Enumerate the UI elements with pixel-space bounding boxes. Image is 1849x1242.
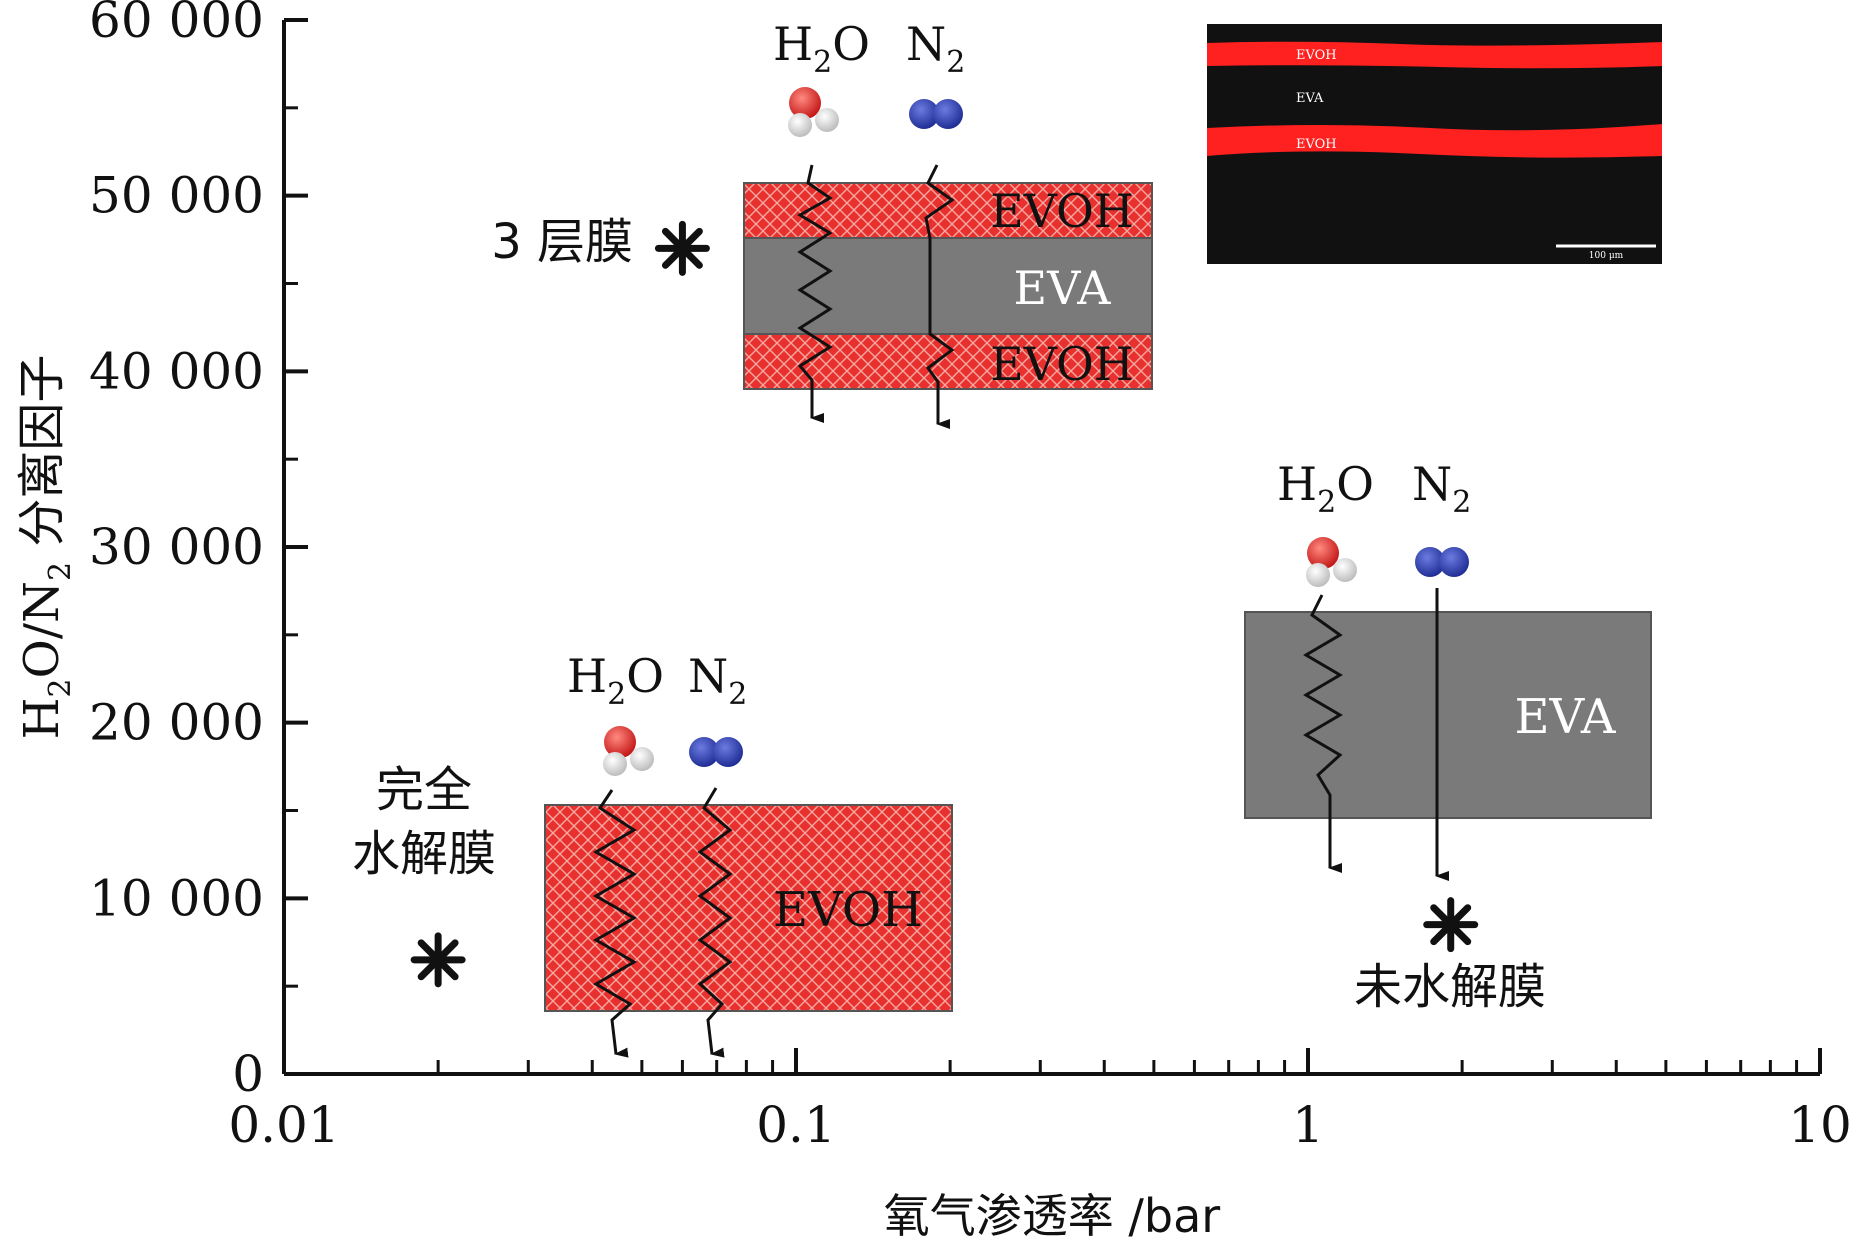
water-molecule-icon — [788, 87, 839, 137]
water-molecule-label: H2O — [773, 17, 870, 80]
y-tick-label: 30 000 — [89, 518, 264, 576]
data-points — [410, 220, 1479, 988]
water-molecule-label-evoh: H2O — [567, 649, 664, 712]
y-ticks: 0 10 000 20 000 30 000 40 000 50 000 60 000 — [89, 0, 308, 1103]
y-tick-label: 50 000 — [89, 167, 264, 225]
micrograph-evoh-band-top — [1207, 41, 1662, 69]
micrograph-label-evoh-top: EVOH — [1296, 48, 1337, 63]
axes: 0 10 000 20 000 30 000 40 000 50 000 60 000 0.… — [89, 0, 1849, 1154]
nitrogen-molecule-icon-evoh — [689, 737, 743, 767]
water-path-zigzag-evoh — [593, 789, 637, 1058]
layer-eva-middle — [743, 237, 1153, 335]
micrograph-label-eva: EVA — [1296, 91, 1324, 106]
point-label-hydrolyzed-line2: 水解膜 — [352, 826, 496, 882]
micrograph-evoh-band-bottom — [1207, 124, 1662, 158]
layer-label-eva: EVA — [1014, 261, 1112, 315]
water-molecule-icon-evoh — [603, 726, 654, 776]
nitrogen-molecule-label-evoh: N2 — [688, 649, 747, 712]
nitrogen-molecule-label-eva: N2 — [1412, 457, 1471, 520]
point-label-three-layer: 3 层膜 — [491, 214, 633, 270]
inset-evoh-membrane: EVOH H2O N2 — [544, 649, 953, 1058]
layer-label-eva-single: EVA — [1514, 689, 1616, 745]
data-point-marker — [410, 932, 466, 988]
x-tick-label: 0.01 — [228, 1096, 339, 1154]
y-tick-label: 60 000 — [89, 0, 264, 49]
x-tick-label: 10 — [1788, 1096, 1849, 1154]
y-tick-label: 20 000 — [89, 694, 264, 752]
x-tick-label: 0.1 — [756, 1096, 836, 1154]
point-label-unhydrolyzed: 未水解膜 — [1354, 959, 1546, 1015]
y-tick-label: 10 000 — [89, 869, 264, 927]
micrograph-label-evoh-bottom: EVOH — [1296, 137, 1337, 152]
nitrogen-path — [924, 164, 955, 429]
point-label-hydrolyzed-line1: 完全 — [376, 762, 472, 818]
y-axis-label: H2O/N2 分离因子 — [14, 355, 78, 740]
data-point-marker — [654, 220, 710, 276]
scale-bar-label: 100 μm — [1589, 251, 1624, 261]
water-path-zigzag — [797, 164, 833, 423]
nitrogen-path-evoh — [697, 787, 733, 1058]
y-tick-label: 40 000 — [89, 342, 264, 400]
y-tick-label: 0 — [232, 1045, 264, 1103]
layer-evoh-single — [544, 804, 953, 1012]
layer-eva-single — [1244, 611, 1652, 819]
inset-three-layer: EVOH EVA EVOH H2O N2 — [743, 17, 1153, 429]
layer-label-evoh-bottom: EVOH — [990, 337, 1134, 391]
layer-label-evoh-top: EVOH — [990, 184, 1134, 238]
nitrogen-molecule-icon-eva — [1415, 547, 1469, 577]
inset-micrograph: EVOH EVA EVOH 100 μm — [1207, 24, 1662, 264]
inset-eva-membrane: EVA H2O N2 — [1244, 457, 1652, 881]
nitrogen-molecule-icon — [909, 99, 963, 129]
water-molecule-label-eva: H2O — [1277, 457, 1374, 520]
x-ticks: 0.01 0.1 1 10 — [228, 1048, 1849, 1154]
water-molecule-icon-eva — [1306, 537, 1357, 587]
layer-evoh-top — [743, 182, 1153, 239]
water-path-zigzag-eva — [1303, 594, 1343, 873]
data-point-marker — [1423, 897, 1479, 953]
layer-label-evoh-single: EVOH — [773, 882, 923, 938]
x-axis-label: 氧气渗透率 /bar — [884, 1189, 1221, 1242]
x-tick-label: 1 — [1292, 1096, 1324, 1154]
nitrogen-molecule-label: N2 — [906, 17, 965, 80]
